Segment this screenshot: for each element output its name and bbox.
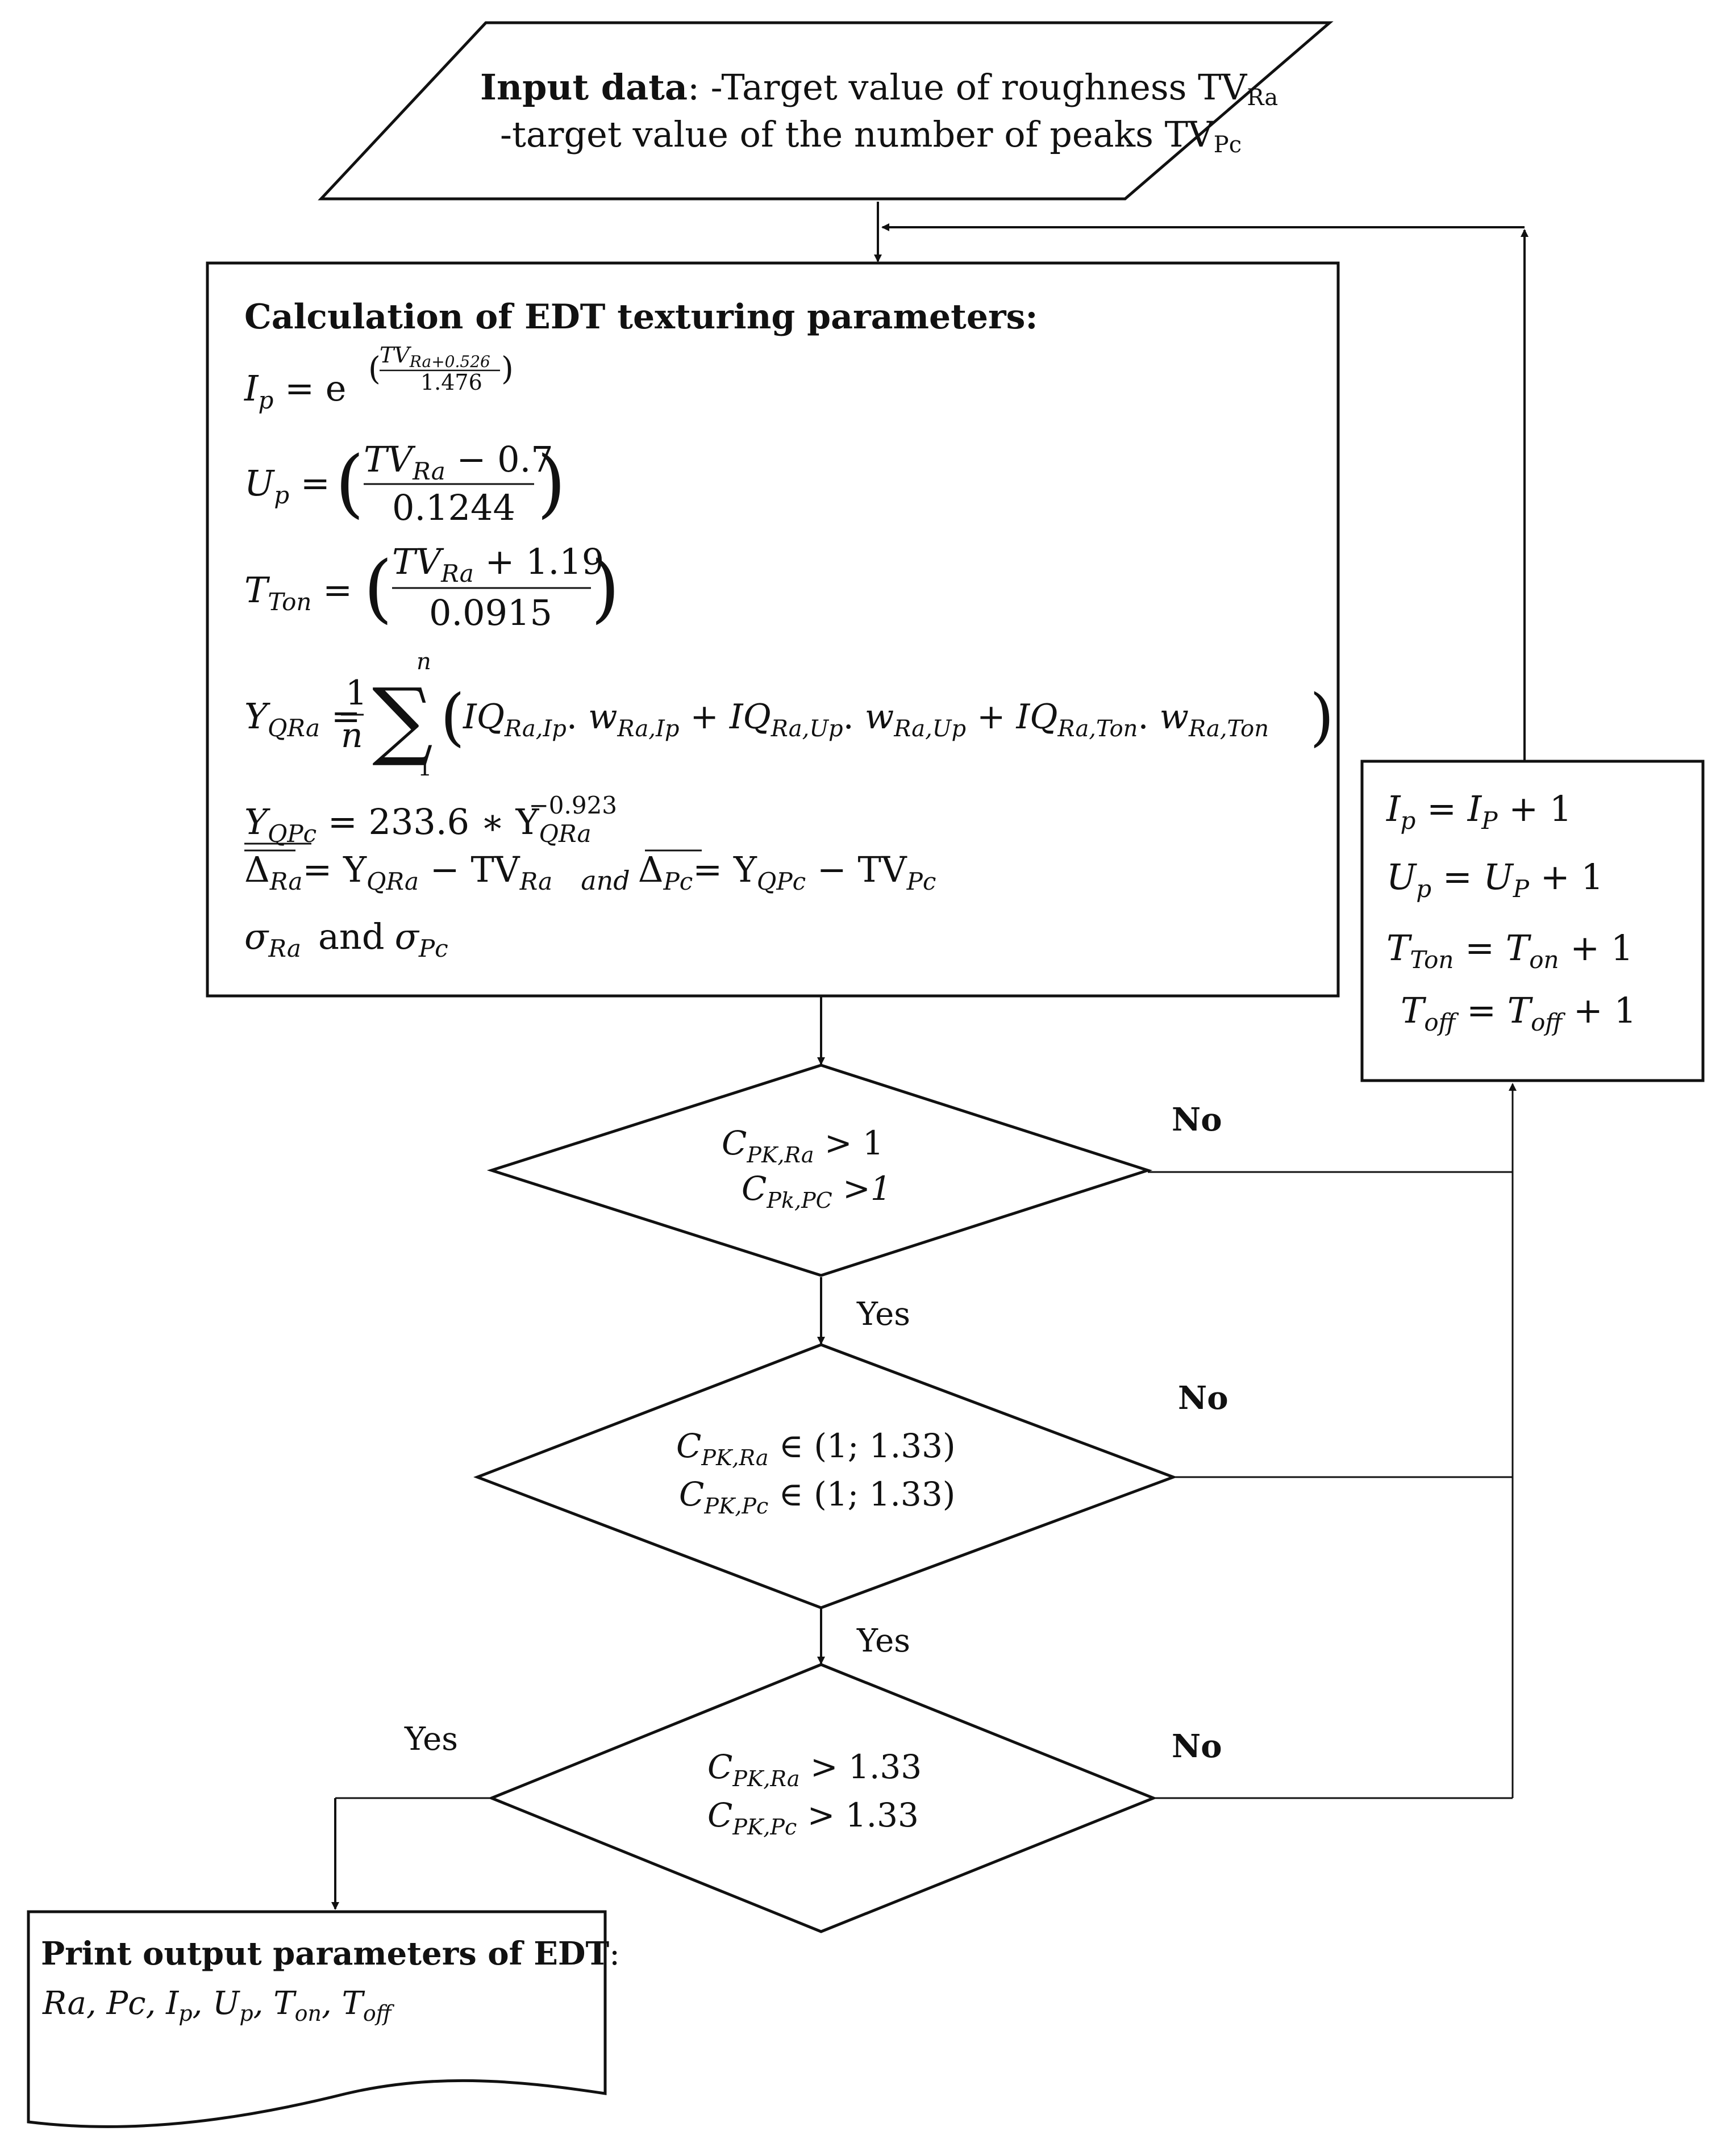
output-document	[27, 1910, 607, 2128]
update-line-ip: Ip = IP + 1	[1386, 788, 1572, 835]
eq-yqra-paren-close: )	[1310, 681, 1334, 753]
no-label-2: No	[1178, 1379, 1228, 1417]
calc-box	[206, 261, 1340, 998]
eq-up-paren-open: (	[335, 440, 364, 526]
yes-label-2: Yes	[856, 1623, 910, 1659]
eq-tton-paren-open: (	[364, 545, 393, 631]
update-line-tton: TTon = Ton + 1	[1386, 927, 1633, 974]
eq-ip-exp-den: 1.476	[420, 370, 482, 395]
input-parallelogram	[318, 21, 1334, 201]
eq-tton-num: TVRa + 1.19	[392, 541, 604, 587]
eq-ip-paren: (	[368, 351, 381, 387]
eq-yqra-frac-num: 1	[345, 673, 367, 713]
eq-ip: Ip = e	[244, 368, 346, 414]
yes-label-3: Yes	[404, 1721, 458, 1758]
eq-ip-exp-num: TVRa+0.526	[380, 343, 490, 371]
input-line2: -target value of the number of peaks TVP…	[500, 114, 1242, 158]
decision1-line1: CPK,Ra > 1	[722, 1124, 884, 1167]
calc-title: Calculation of EDT texturing parameters:	[244, 297, 1038, 337]
eq-tton-den: 0.0915	[429, 592, 552, 633]
eq-up-num: TVRa − 0.7	[364, 439, 553, 485]
eq-tton-paren-close: )	[591, 545, 620, 631]
no-label-3: No	[1172, 1728, 1222, 1765]
eq-yqra-lhs: YQRa =	[244, 695, 361, 742]
update-line-toff: Toff = Toff + 1	[1401, 990, 1636, 1036]
input-line1: Input data: -Target value of roughness T…	[480, 66, 1278, 111]
update-box	[1360, 760, 1705, 1082]
update-line-up: Up = UP + 1	[1386, 856, 1604, 903]
decision1-line2: CPk,PC >1	[742, 1169, 892, 1213]
eq-yqra-sum-bot: 1	[418, 755, 432, 781]
eq-ip-paren-close: )	[501, 351, 514, 387]
eq-tton: TTon =	[244, 569, 352, 616]
eq-up-den: 0.1244	[392, 487, 515, 528]
eq-up: Up =	[244, 462, 330, 509]
eq-yqra-sum-top: n	[417, 649, 431, 675]
output-params: Ra, Pc, Ip, Up, Ton, Toff	[42, 1985, 395, 2026]
yes-label-1: Yes	[856, 1296, 910, 1333]
no-label-1: No	[1172, 1101, 1222, 1139]
eq-yqpc: YQPc = 233.6 ∗ YQRa−0.923	[244, 791, 617, 848]
decision3-line1: CPK,Ra > 1.33	[707, 1748, 922, 1791]
decision1-diamond	[486, 1064, 1153, 1277]
decision3-line2: CPK,Pc > 1.33	[707, 1796, 919, 1840]
eq-yqra-sigma-icon: ∑	[372, 670, 433, 769]
eq-yqra-terms: IQRa,Ip. wRa,Ip + IQRa,Up. wRa,Up + IQRa…	[463, 697, 1269, 742]
eq-up-paren-close: )	[537, 440, 566, 526]
decision2-line2: CPK,Pc ∈ (1; 1.33)	[679, 1475, 955, 1519]
output-title: Print output parameters of EDT:	[41, 1935, 620, 1972]
decision2-line1: CPK,Ra ∈ (1; 1.33)	[676, 1427, 956, 1470]
eq-yqra-frac-den: n	[341, 716, 363, 756]
eq-yqra-paren-open: (	[440, 681, 465, 753]
decision2-diamond	[473, 1343, 1178, 1609]
decision3-diamond	[488, 1663, 1157, 1933]
